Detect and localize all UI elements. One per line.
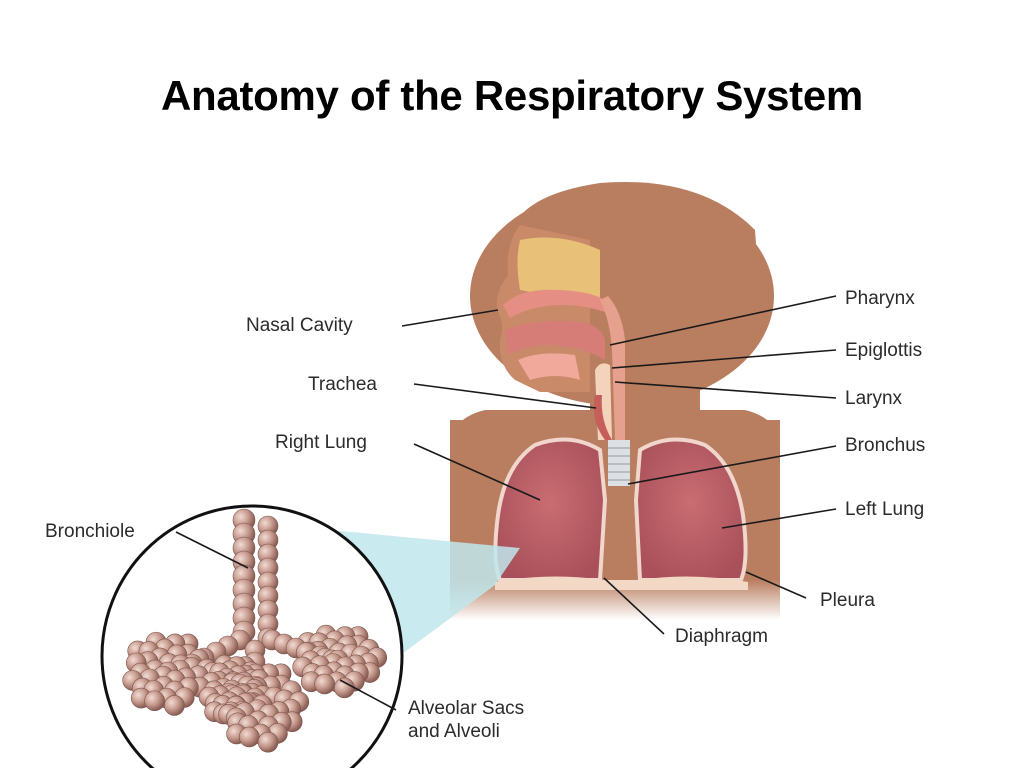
label-pleura: Pleura xyxy=(820,590,875,611)
label-bronchiole: Bronchiole xyxy=(45,521,135,542)
label-nasal-cavity: Nasal Cavity xyxy=(246,315,353,336)
label-trachea: Trachea xyxy=(308,374,377,395)
alveolus xyxy=(164,695,185,716)
label-and-alveoli: and Alveoli xyxy=(408,721,500,742)
label-right-lung: Right Lung xyxy=(275,432,367,453)
alveoli-cluster xyxy=(122,508,388,753)
label-left-lung: Left Lung xyxy=(845,499,924,520)
leader-lines xyxy=(175,295,837,711)
alveolus xyxy=(314,673,335,695)
trachea-shape xyxy=(593,363,630,486)
label-pharynx: Pharynx xyxy=(845,288,915,309)
alveoli-magnifier xyxy=(100,504,404,768)
label-bronchus: Bronchus xyxy=(845,435,925,456)
alveolus xyxy=(257,731,279,753)
slide-title: Anatomy of the Respiratory System xyxy=(161,72,863,119)
labels: Nasal Cavity Trachea Right Lung Bronchio… xyxy=(45,288,925,742)
label-diaphragm: Diaphragm xyxy=(675,626,768,647)
label-larynx: Larynx xyxy=(845,388,903,409)
alveolus xyxy=(334,677,355,699)
head-airways xyxy=(503,237,625,440)
alveolus xyxy=(238,726,260,748)
label-alveolar-sacs: Alveolar Sacs xyxy=(408,698,524,719)
alveolus xyxy=(144,690,165,712)
label-epiglottis: Epiglottis xyxy=(845,340,922,361)
